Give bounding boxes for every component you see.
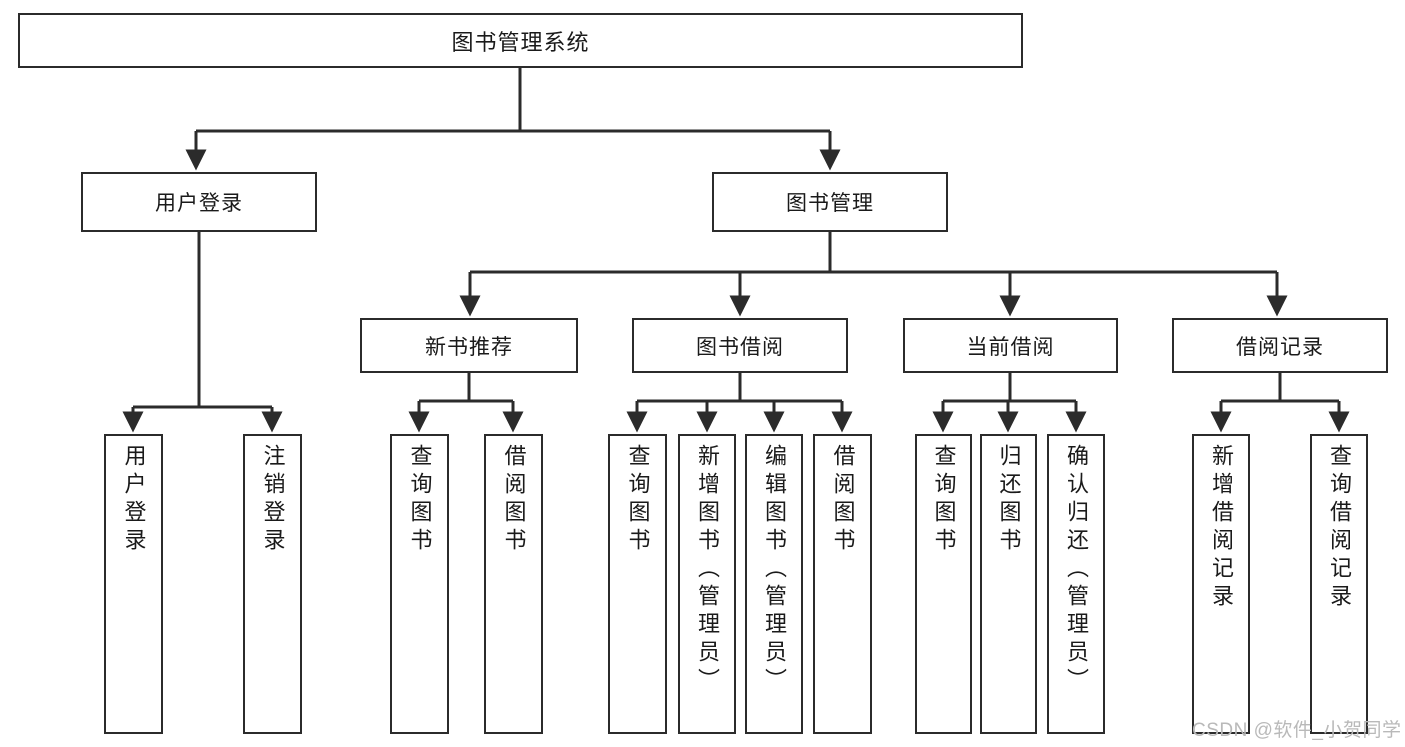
leaf-add-book-admin[interactable]: 新增图书（管理员） — [678, 434, 736, 734]
leaf-edit-book-admin[interactable]: 编辑图书（管理员） — [745, 434, 803, 734]
leaf-query-borrow-record[interactable]: 查询借阅记录 — [1310, 434, 1368, 734]
leaf-query-book-3-label: 查询图书 — [931, 444, 957, 556]
node-user-login[interactable]: 用户登录 — [81, 172, 317, 232]
leaf-logout-login[interactable]: 注销登录 — [243, 434, 302, 734]
leaf-return-book[interactable]: 归还图书 — [980, 434, 1037, 734]
leaf-return-book-label: 归还图书 — [996, 444, 1022, 556]
node-book-borrow[interactable]: 图书借阅 — [632, 318, 848, 373]
leaf-user-login-label: 用户登录 — [121, 444, 147, 556]
leaf-borrow-book-2-label: 借阅图书 — [830, 444, 856, 556]
leaf-query-borrow-record-label: 查询借阅记录 — [1327, 444, 1352, 612]
leaf-query-book-1-label: 查询图书 — [407, 444, 433, 556]
node-book-management-label: 图书管理 — [786, 192, 874, 215]
leaf-add-book-admin-label: 新增图书（管理员） — [695, 444, 720, 696]
leaf-edit-book-admin-label: 编辑图书（管理员） — [762, 444, 787, 696]
leaf-query-book-2-label: 查询图书 — [625, 444, 651, 556]
leaf-borrow-book-1[interactable]: 借阅图书 — [484, 434, 543, 734]
node-current-borrow[interactable]: 当前借阅 — [903, 318, 1118, 373]
leaf-borrow-book-2[interactable]: 借阅图书 — [813, 434, 872, 734]
leaf-borrow-book-1-label: 借阅图书 — [501, 444, 527, 556]
leaf-add-borrow-record-label: 新增借阅记录 — [1209, 444, 1234, 612]
leaf-confirm-return-admin-label: 确认归还（管理员） — [1064, 444, 1089, 696]
leaf-add-borrow-record[interactable]: 新增借阅记录 — [1192, 434, 1250, 734]
leaf-query-book-1[interactable]: 查询图书 — [390, 434, 449, 734]
node-book-management[interactable]: 图书管理 — [712, 172, 948, 232]
leaf-logout-login-label: 注销登录 — [260, 444, 286, 556]
leaf-query-book-2[interactable]: 查询图书 — [608, 434, 667, 734]
node-root-system[interactable]: 图书管理系统 — [18, 13, 1023, 68]
node-new-book-recommend-label: 新书推荐 — [425, 335, 513, 359]
node-borrow-record[interactable]: 借阅记录 — [1172, 318, 1388, 373]
node-user-login-label: 用户登录 — [155, 192, 243, 215]
node-new-book-recommend[interactable]: 新书推荐 — [360, 318, 578, 373]
node-borrow-record-label: 借阅记录 — [1236, 335, 1324, 359]
csdn-watermark: CSDN @软件_小贺同学 — [1192, 720, 1402, 741]
node-book-borrow-label: 图书借阅 — [696, 335, 784, 359]
node-current-borrow-label: 当前借阅 — [966, 335, 1055, 359]
leaf-user-login[interactable]: 用户登录 — [104, 434, 163, 734]
leaf-confirm-return-admin[interactable]: 确认归还（管理员） — [1047, 434, 1105, 734]
leaf-query-book-3[interactable]: 查询图书 — [915, 434, 972, 734]
node-root-label: 图书管理系统 — [451, 29, 590, 55]
